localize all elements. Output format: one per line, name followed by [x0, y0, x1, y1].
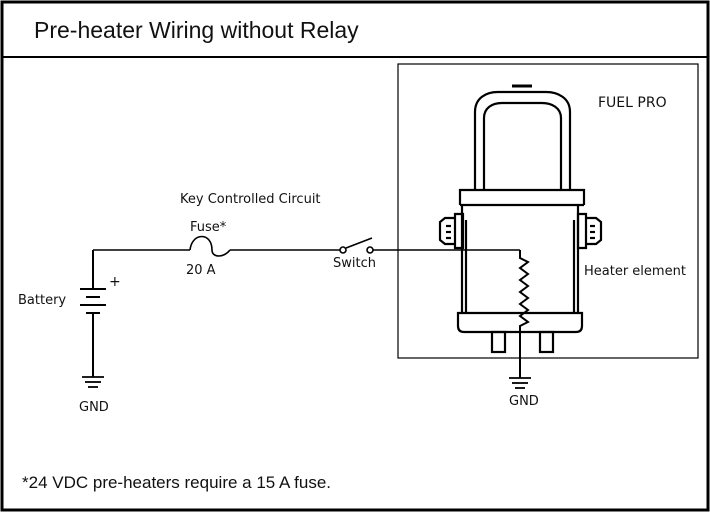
switch-contact-right [366, 246, 374, 254]
footnote: *24 VDC pre-heaters require a 15 A fuse. [22, 473, 332, 492]
main-wire [93, 235, 520, 257]
ground-symbol-right [509, 377, 531, 389]
fuse-symbol [189, 235, 231, 257]
heater-element-label: Heater element [584, 264, 686, 279]
battery-label: Battery [18, 293, 67, 308]
battery-plus-label: + [109, 274, 121, 290]
ground-symbol-left [82, 376, 104, 388]
heater-element [518, 250, 530, 378]
switch-contact-left [339, 246, 347, 254]
fuel-pro-box [397, 63, 699, 359]
key-controlled-circuit-label: Key Controlled Circuit [180, 192, 321, 207]
gnd-left-label: GND [79, 400, 109, 415]
diagram-title: Pre-heater Wiring without Relay [34, 17, 359, 43]
switch-lever [345, 237, 373, 249]
fuel-pro-housing [438, 84, 603, 354]
fuse-label: Fuse* [190, 220, 227, 235]
battery-symbol [80, 250, 106, 377]
fuse-rating-label: 20 A [186, 263, 216, 278]
gnd-right-label: GND [509, 394, 539, 409]
switch-label: Switch [333, 256, 376, 271]
fuel-pro-label: FUEL PRO [598, 95, 667, 111]
